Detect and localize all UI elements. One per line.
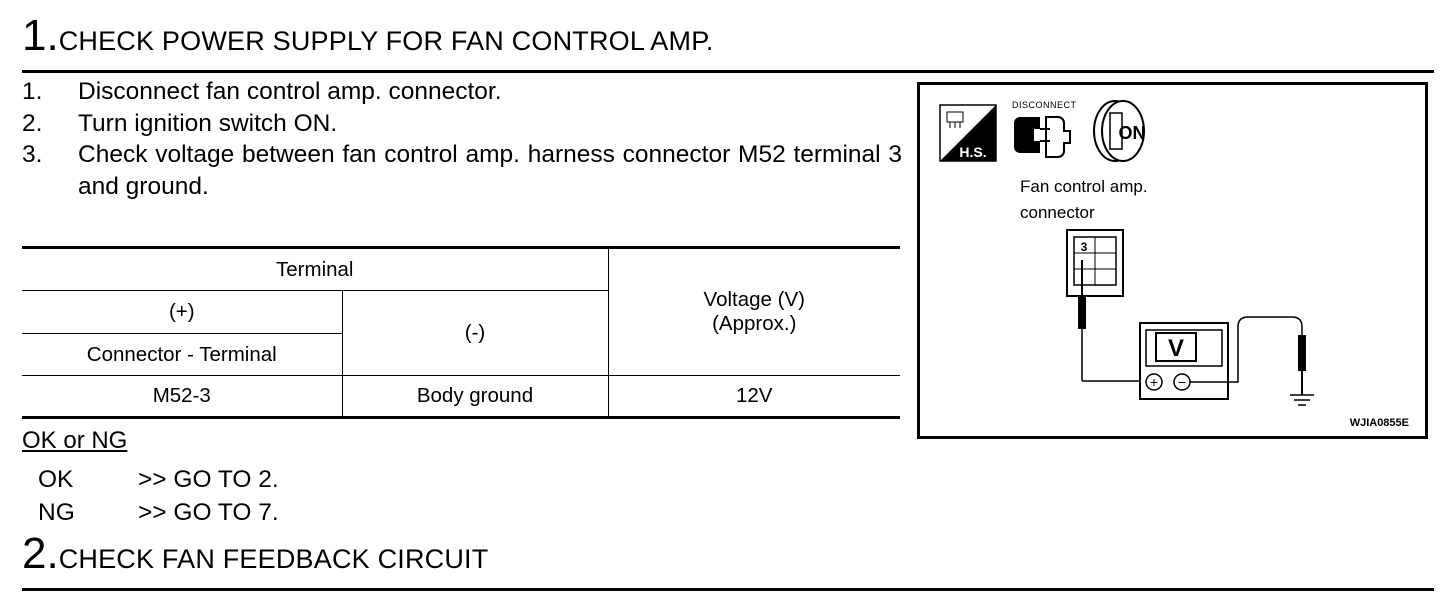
wiring-figure: H.S. DISCONNECT ON Fan control amp. conn…	[917, 82, 1428, 439]
harness-side-icon: H.S.	[939, 104, 997, 162]
instruction-number: 2.	[22, 109, 43, 137]
result-action: >> GO TO 2.	[138, 466, 279, 493]
ok-or-ng-label: OK or NG	[22, 427, 128, 454]
result-key: NG	[38, 499, 75, 526]
connector-label-line1: Fan control amp.	[1020, 177, 1148, 196]
step-title: CHECK POWER SUPPLY FOR FAN CONTROL AMP.	[58, 26, 714, 56]
figure-code: WJIA0855E	[1350, 417, 1409, 429]
terminal-voltage-table: Terminal Voltage (V) (Approx.) (+) (-) C…	[22, 246, 900, 419]
voltmeter-icon: V + −	[1139, 322, 1229, 400]
instruction-item: 3. Check voltage between fan control amp…	[22, 139, 902, 202]
ground-icon	[1290, 394, 1314, 406]
minus-terminal-symbol: −	[1178, 374, 1186, 390]
minus-header: (-)	[341, 290, 608, 376]
plus-terminal-symbol: +	[1150, 374, 1158, 390]
voltage-header-line1: Voltage (V)	[703, 288, 805, 311]
step-number: 1.	[22, 11, 59, 60]
instruction-number: 1.	[22, 78, 43, 105]
step-2-heading: 2. CHECK FAN FEEDBACK CIRCUIT	[22, 532, 488, 576]
disconnect-label: DISCONNECT	[1012, 100, 1077, 110]
connector-label-line2: connector	[1020, 203, 1095, 222]
instruction-list: 1. Disconnect fan control amp. connector…	[22, 76, 902, 202]
result-action: >> GO TO 7.	[138, 499, 279, 526]
step-title: CHECK FAN FEEDBACK CIRCUIT	[58, 544, 489, 574]
probe-plus	[1078, 260, 1148, 382]
step-1-heading: 1. CHECK POWER SUPPLY FOR FAN CONTROL AM…	[22, 14, 714, 58]
voltage-header-line2: (Approx.)	[712, 312, 797, 335]
hs-label: H.S.	[959, 144, 986, 160]
meter-label: V	[1168, 335, 1184, 362]
section-divider	[22, 70, 1434, 73]
disconnect-icon: DISCONNECT	[1012, 100, 1077, 158]
result-row-ng: NG >> GO TO 7.	[38, 499, 279, 527]
terminal-number: 3	[1081, 240, 1088, 254]
voltage-value: 12V	[607, 375, 900, 418]
result-key: OK	[38, 466, 74, 493]
minus-value: Body ground	[341, 375, 609, 418]
instruction-item: 1. Disconnect fan control amp. connector…	[22, 76, 902, 108]
result-row-ok: OK >> GO TO 2.	[38, 466, 279, 494]
connector-icon: 3	[1066, 229, 1124, 297]
on-label: ON	[1119, 123, 1146, 143]
ignition-on-icon: ON	[1093, 100, 1146, 162]
instruction-number: 3.	[22, 141, 43, 168]
probe-minus	[1190, 316, 1306, 395]
voltage-header: Voltage (V) (Approx.)	[607, 247, 900, 376]
instruction-item: 2. Turn ignition switch ON.	[22, 108, 902, 140]
plus-value: M52-3	[22, 375, 343, 418]
step-number: 2.	[22, 529, 59, 578]
terminal-header: Terminal	[22, 247, 609, 291]
instruction-text: Turn ignition switch ON.	[78, 109, 338, 137]
plus-header: (+)	[22, 290, 343, 334]
connector-terminal-header: Connector - Terminal	[22, 333, 342, 376]
section-divider	[22, 588, 1434, 591]
instruction-text: Check voltage between fan control amp. h…	[78, 141, 902, 200]
instruction-text: Disconnect fan control amp. connector.	[78, 78, 502, 105]
wiring-diagram: H.S. DISCONNECT ON Fan control amp. conn…	[939, 100, 1409, 429]
